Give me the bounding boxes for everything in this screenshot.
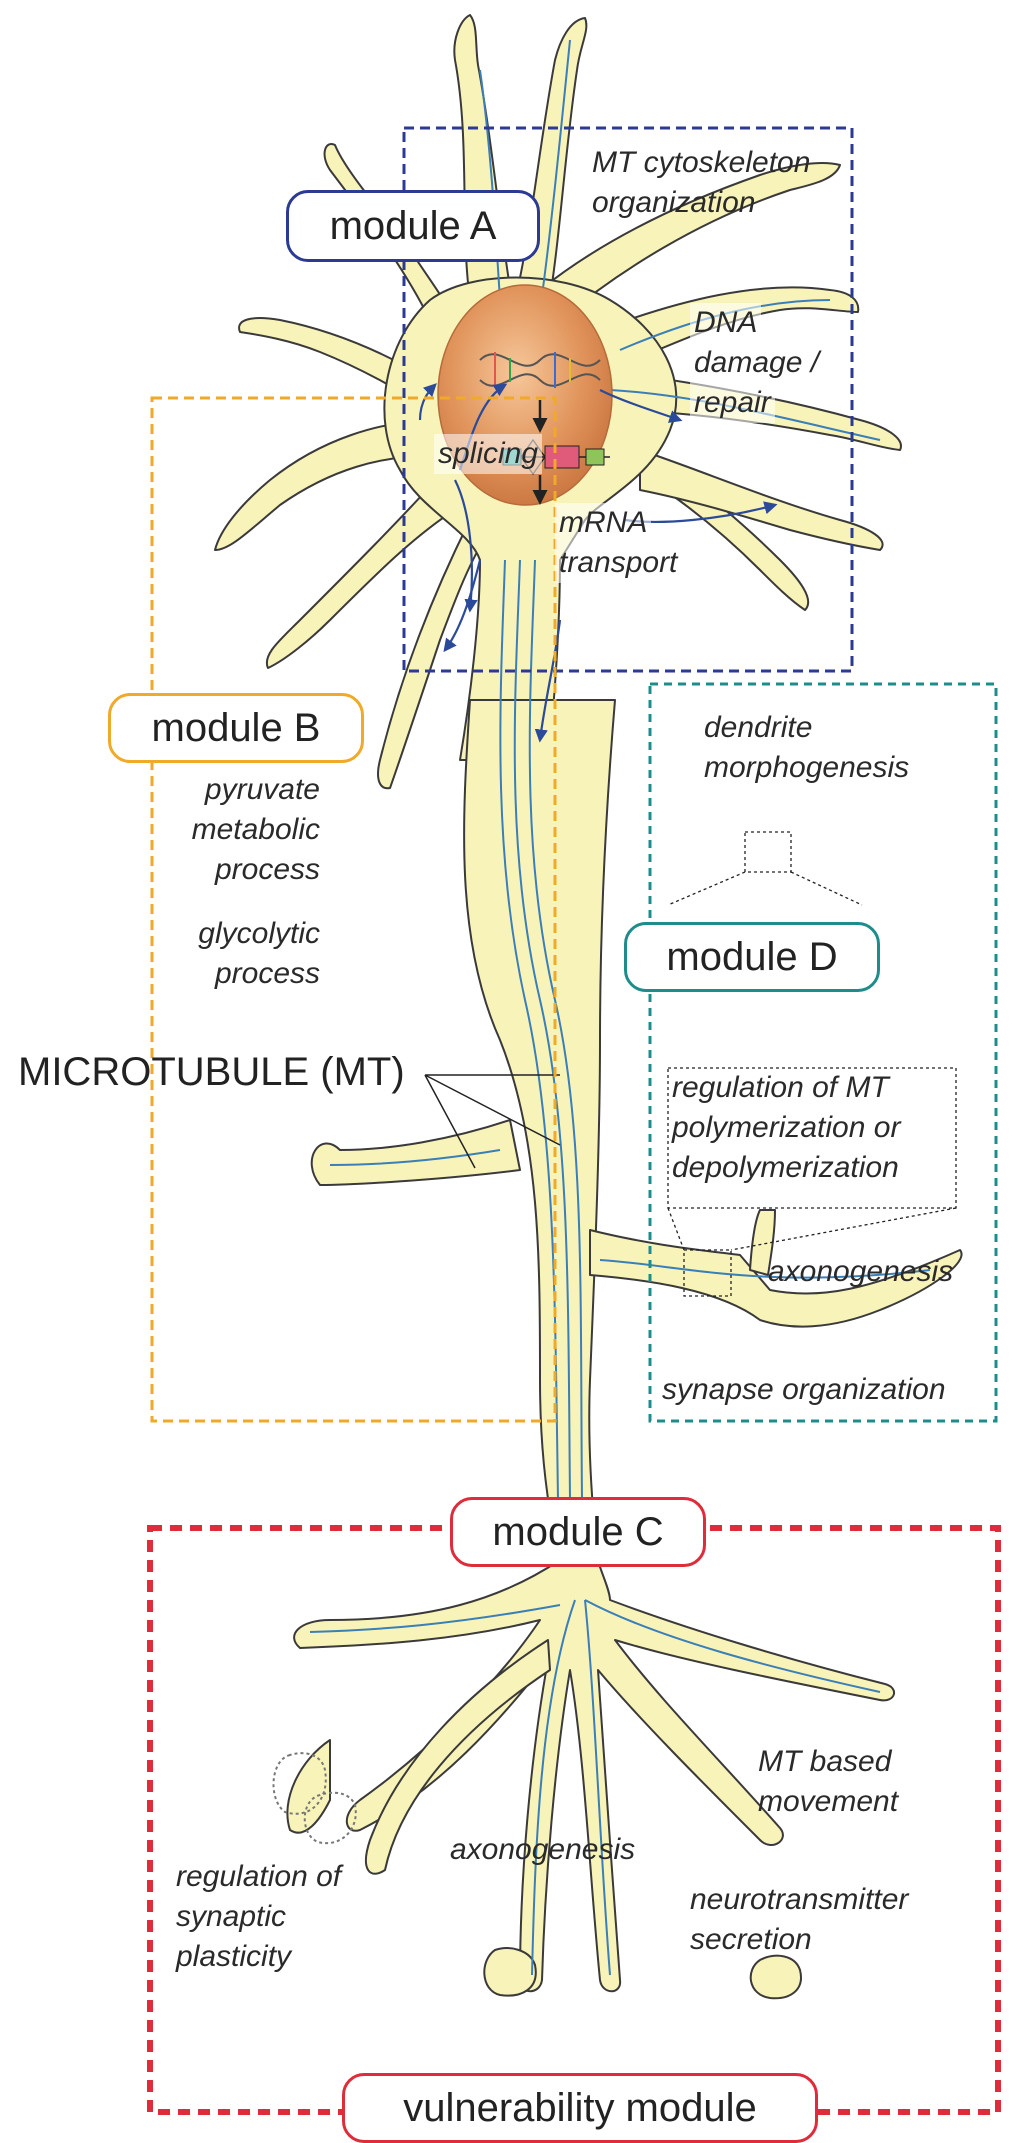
module-b-box [150, 396, 557, 1423]
zoom-indicators [667, 831, 957, 1297]
microtubule-pointer-lines [424, 1074, 561, 1169]
annotation-splicing: splicing [434, 434, 543, 474]
annotation-axonogenesis-d: axonogenesis [768, 1255, 954, 1288]
annotation-synapse-organization: synapse organization [662, 1373, 946, 1406]
synapse-outlines [272, 1752, 357, 1845]
module-d-box [648, 682, 998, 1423]
vulnerability-module-pill: vulnerability module [342, 2073, 818, 2143]
terminal-bouton-2 [749, 1954, 802, 2000]
dendrite-left-2 [238, 317, 431, 411]
microtubule-label: MICROTUBULE (MT) [18, 1050, 405, 1094]
dendrite-left-1 [214, 419, 441, 551]
terminal-synapse-left [286, 1739, 331, 1834]
terminal-bouton-1 [483, 1947, 537, 1997]
module-c-pill: module C [450, 1497, 706, 1567]
dendrite-left-3 [265, 469, 471, 669]
axon-collateral-right [589, 1229, 963, 1328]
terminal-branch-left [365, 1639, 551, 1875]
terminal-arbor [293, 1559, 895, 1993]
neuron [214, 14, 963, 2000]
module-b-pill: module B [108, 693, 364, 763]
module-a-pill: module A [286, 190, 540, 262]
spine-d [749, 1209, 776, 1276]
transport-arrows [418, 383, 778, 743]
axon-collateral-left [310, 1119, 521, 1186]
microtubule-strands [309, 39, 931, 1976]
module-a-box [402, 126, 854, 673]
dendrite-right-4 [639, 449, 884, 551]
module-d-pill: module D [624, 922, 880, 992]
annotation-axonogenesis-c: axonogenesis [450, 1833, 636, 1866]
dendrite-left-4 [377, 519, 491, 790]
